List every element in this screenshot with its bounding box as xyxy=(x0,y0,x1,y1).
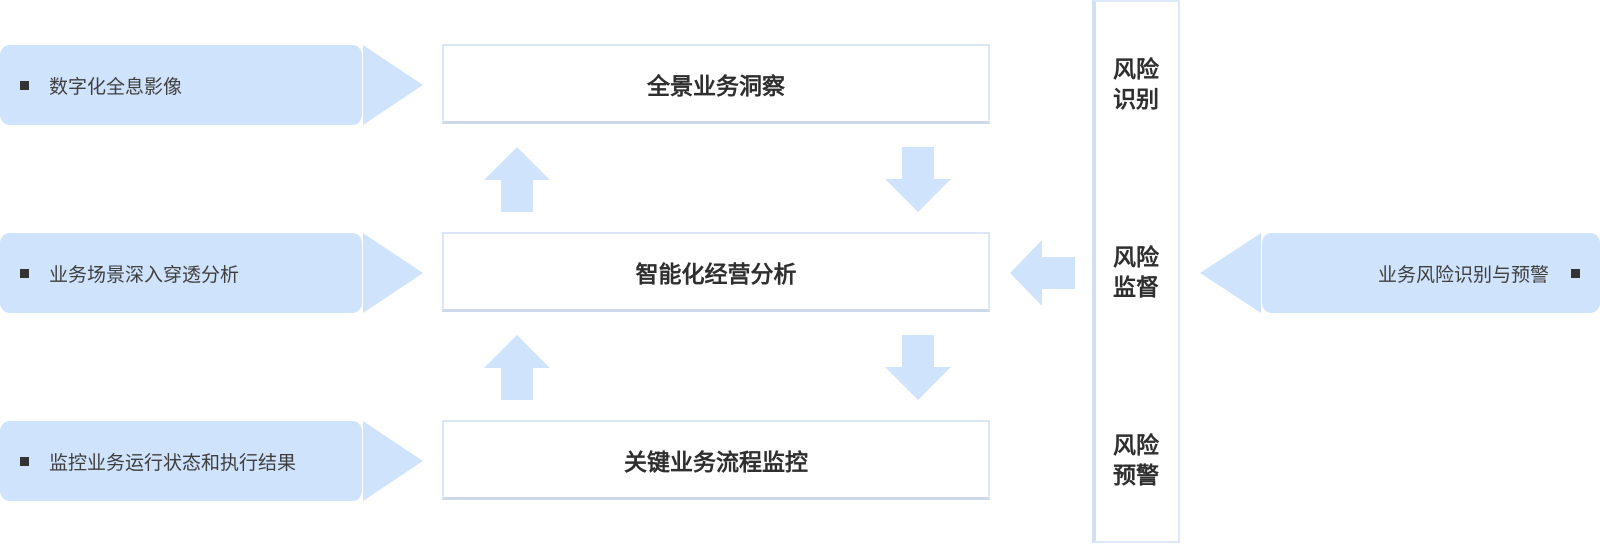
bullet-icon xyxy=(20,80,29,90)
left-tag-monitoring: 监控业务运行状态和执行结果 xyxy=(0,421,362,501)
down-arrow-icon xyxy=(885,335,951,400)
panorama-insight-box: 全景业务洞察 xyxy=(442,44,990,124)
bullet-icon xyxy=(1571,268,1580,278)
left-arrow-icon xyxy=(1010,240,1075,306)
left-tag-label: 数字化全息影像 xyxy=(49,75,183,98)
right-pointer-icon xyxy=(363,45,423,125)
risk-warning-label: 风险 预警 xyxy=(1113,433,1159,489)
left-tag-holographic: 数字化全息影像 xyxy=(0,45,362,125)
left-pointer-icon xyxy=(1200,233,1261,313)
left-tag-scenario-analysis: 业务场景深入穿透分析 xyxy=(0,233,362,313)
right-pointer-icon xyxy=(363,233,423,313)
right-pointer-icon xyxy=(363,421,423,501)
left-tag-label: 监控业务运行状态和执行结果 xyxy=(49,451,297,474)
process-monitoring-box: 关键业务流程监控 xyxy=(442,420,990,500)
risk-supervision-label: 风险 监督 xyxy=(1113,245,1159,301)
bullet-icon xyxy=(20,456,29,466)
box-title: 智能化经营分析 xyxy=(635,261,797,288)
right-tag-risk-warning: 业务风险识别与预警 xyxy=(1262,233,1600,313)
box-title: 关键业务流程监控 xyxy=(624,449,808,476)
box-title: 全景业务洞察 xyxy=(647,73,785,100)
up-arrow-icon xyxy=(484,335,550,400)
up-arrow-icon xyxy=(484,147,550,212)
left-tag-label: 业务场景深入穿透分析 xyxy=(49,263,240,286)
right-tag-label: 业务风险识别与预警 xyxy=(1377,263,1549,286)
intelligent-analysis-box: 智能化经营分析 xyxy=(442,232,990,312)
risk-column xyxy=(1092,0,1180,543)
down-arrow-icon xyxy=(885,147,951,212)
risk-identification-label: 风险 识别 xyxy=(1113,57,1159,113)
bullet-icon xyxy=(20,268,29,278)
